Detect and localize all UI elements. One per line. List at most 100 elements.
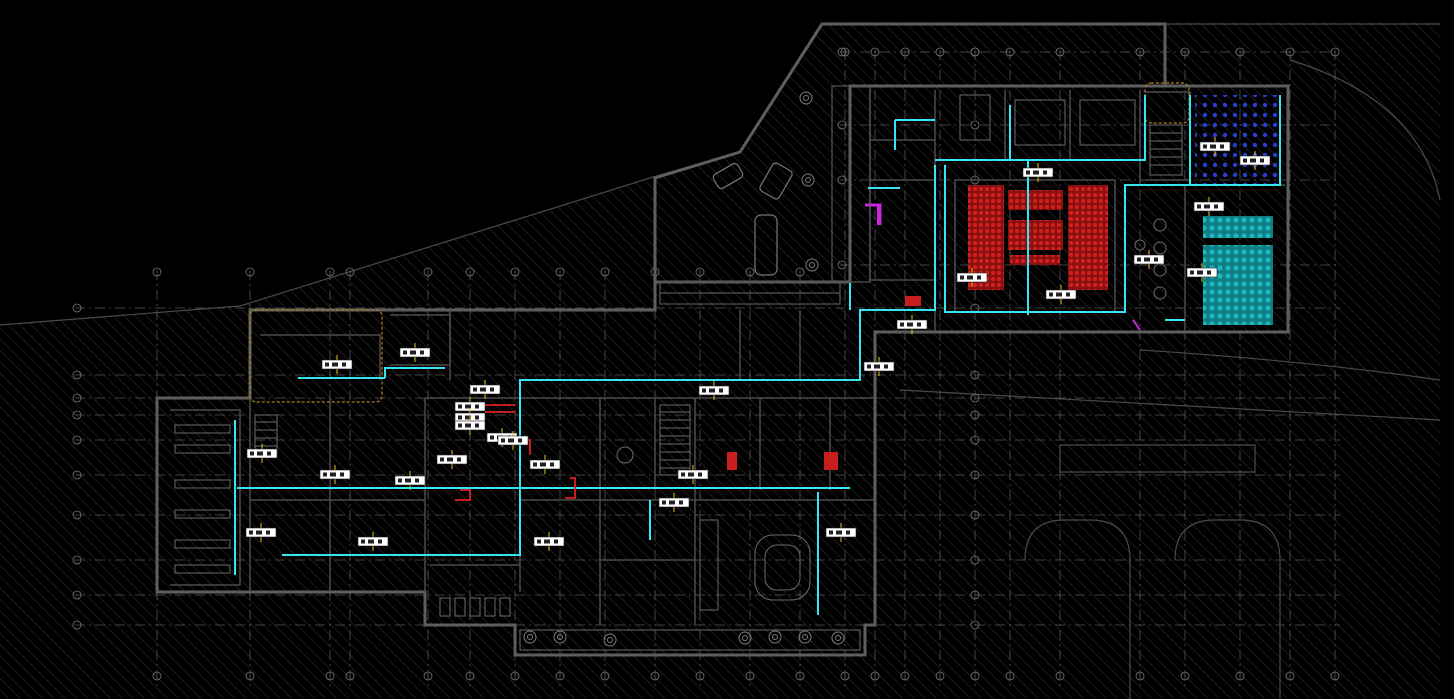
duct-tag[interactable] (677, 465, 709, 484)
grid-bubble-icon (345, 671, 355, 681)
tree-icon (831, 631, 845, 645)
grid-bubble-icon (152, 671, 162, 681)
grid-bubble-icon (345, 267, 355, 277)
fixtures (174, 94, 1183, 651)
grid-bubble-icon (72, 470, 82, 480)
grid-bubble-icon (795, 671, 805, 681)
grid-bubble-icon (745, 267, 755, 277)
tree-icon (768, 630, 782, 644)
duct-tag[interactable] (1239, 151, 1271, 170)
grid-bubble-icon (970, 370, 980, 380)
grid-bubble-icon (970, 410, 980, 420)
grid-bubble-icon (1180, 47, 1190, 57)
grid-bubble-icon (1055, 671, 1065, 681)
grid-bubble-icon (1135, 47, 1145, 57)
grid-bubble-icon (1135, 671, 1145, 681)
grid-bubble-icon (1055, 47, 1065, 57)
grid-bubble-icon (970, 435, 980, 445)
building-walls (155, 22, 1290, 657)
grid-bubble-icon (745, 671, 755, 681)
duct-tag[interactable] (245, 523, 277, 542)
duct-tag[interactable] (863, 357, 895, 376)
grid-bubble-icon (870, 671, 880, 681)
grid-bubble-icon (837, 120, 847, 130)
grid-bubble-icon (423, 671, 433, 681)
duct-tag[interactable] (436, 450, 468, 469)
grid-bubble-icon (1330, 47, 1340, 57)
duct-tag[interactable] (956, 268, 988, 287)
stair-icon (254, 414, 278, 456)
grid-bubble-icon (935, 47, 945, 57)
duct-tag[interactable] (529, 455, 561, 474)
duct-tag[interactable] (1022, 163, 1054, 182)
grid-bubble-icon (245, 671, 255, 681)
grid-bubble-icon (152, 267, 162, 277)
grid-bubble-icon (837, 260, 847, 270)
grid-bubble-icon (795, 267, 805, 277)
grid-bubble-icon (325, 671, 335, 681)
grid-bubble-icon (72, 410, 82, 420)
duct-tag[interactable] (469, 380, 501, 399)
grid-bubble-icon (837, 47, 847, 57)
grid-bubble-icon (1180, 671, 1190, 681)
grid-bubble-icon (970, 470, 980, 480)
landscape-trees (523, 91, 845, 647)
grid-bubble-icon (970, 510, 980, 520)
grid-bubble-icon (970, 393, 980, 403)
duct-tag[interactable] (1186, 263, 1218, 282)
grid-bubble-icon (423, 267, 433, 277)
duct-tag[interactable] (497, 431, 529, 450)
grid-bubble-icon (72, 590, 82, 600)
duct-tag[interactable] (319, 465, 351, 484)
grid-bubble-icon (970, 590, 980, 600)
tree-icon (798, 630, 812, 644)
grid-bubble-icon (600, 671, 610, 681)
duct-tag[interactable] (533, 532, 565, 551)
grid-bubble-icon (510, 671, 520, 681)
duct-tag[interactable] (658, 493, 690, 512)
grid-bubble-icon (970, 120, 980, 130)
grid-bubble-icon (72, 555, 82, 565)
grid-bubble-icon (695, 267, 705, 277)
grid-bubble-icon (1235, 47, 1245, 57)
tree-icon (801, 173, 815, 187)
duct-tag[interactable] (1045, 285, 1077, 304)
grid-bubble-icon (900, 47, 910, 57)
car-icon (712, 162, 744, 190)
grid-bubble-icon (1285, 47, 1295, 57)
grid-bubble-icon (72, 303, 82, 313)
duct-tag[interactable] (1199, 137, 1231, 156)
ductwork (234, 95, 1281, 615)
duct-tag[interactable] (1133, 250, 1165, 269)
grid-bubble-icon (870, 47, 880, 57)
duct-tag[interactable] (1193, 197, 1225, 216)
duct-tag[interactable] (246, 444, 278, 463)
grid-bubble-icon (1005, 47, 1015, 57)
car-icon (759, 162, 793, 200)
grid-bubble-icon (1285, 671, 1295, 681)
duct-tag[interactable] (825, 523, 857, 542)
grid-bubble-icon (555, 671, 565, 681)
grid-bubble-icon (72, 370, 82, 380)
duct-tag[interactable] (399, 343, 431, 362)
duct-tag[interactable] (321, 355, 353, 374)
grid-bubble-icon (325, 267, 335, 277)
duct-tag[interactable] (394, 471, 426, 490)
structural-grid (75, 50, 1340, 690)
duct-tag[interactable] (896, 315, 928, 334)
grid-bubble-icon (245, 267, 255, 277)
tree-icon (805, 258, 819, 272)
duct-tag[interactable] (454, 416, 486, 435)
grid-bubble-icon (840, 47, 850, 57)
duct-tags[interactable] (245, 137, 1271, 551)
grid-bubble-icon (837, 175, 847, 185)
duct-tag[interactable] (357, 532, 389, 551)
duct-tag[interactable] (698, 381, 730, 400)
grid-bubble-icon (935, 671, 945, 681)
grid-bubble-icon (555, 267, 565, 277)
mechanical-equipment (727, 95, 1280, 470)
grid-bubble-icon (695, 671, 705, 681)
grid-bubble-icon (72, 510, 82, 520)
